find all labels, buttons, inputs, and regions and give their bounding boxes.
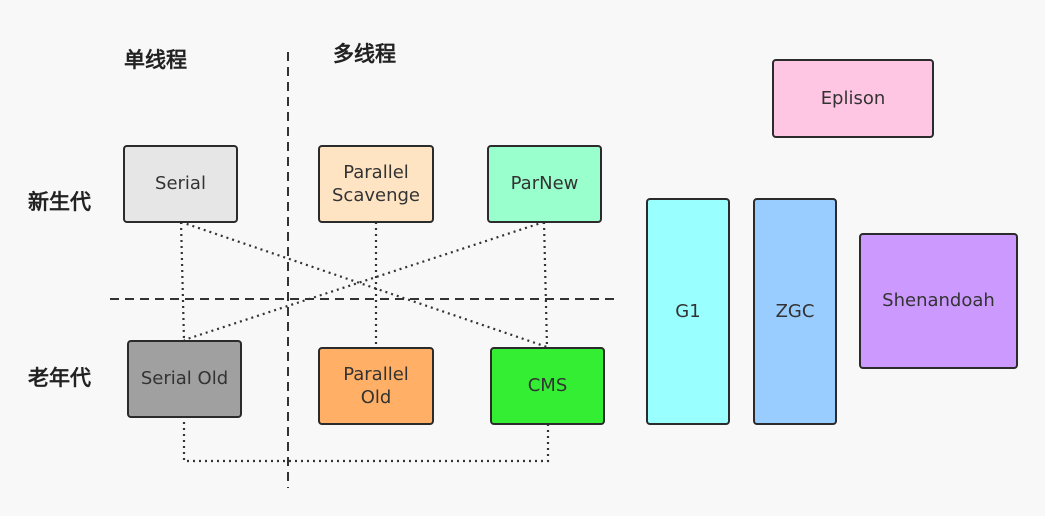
edge-parnew-cms [542,221,549,348]
edge-serial-serialold [179,221,186,341]
epsilon-box: Eplison [772,59,934,138]
parallel-scavenge-label: Parallel Scavenge [332,161,420,206]
serial-old-label: Serial Old [140,368,229,390]
parallel-old-box: Parallel Old [318,347,434,425]
shenandoah-label: Shenandoah [882,290,995,312]
zgc-label: ZGC [775,300,815,322]
epsilon-label: Eplison [820,87,886,109]
parallel-scavenge-box: Parallel Scavenge [318,145,434,223]
parallel-old-label: Parallel Old [343,363,409,408]
edge-parnew-serialold [183,220,545,342]
g1-box: G1 [646,198,730,425]
old-gen-label: 老年代 [28,366,91,390]
zgc-box: ZGC [753,198,837,425]
cms-box: CMS [490,347,605,425]
serial-box: Serial [123,145,238,223]
parnew-box: ParNew [487,145,602,223]
cms-label: CMS [527,375,568,397]
parnew-label: ParNew [510,173,579,195]
serial-label: Serial [155,173,206,195]
multi-thread-label: 多线程 [333,42,396,66]
young-gen-label: 新生代 [28,190,91,214]
g1-label: G1 [675,300,701,322]
shenandoah-box: Shenandoah [859,233,1018,369]
single-thread-label: 单线程 [124,48,187,72]
edge-serialold-cms [182,416,550,463]
serial-old-box: Serial Old [127,340,242,418]
edge-serial-cms [180,220,548,349]
